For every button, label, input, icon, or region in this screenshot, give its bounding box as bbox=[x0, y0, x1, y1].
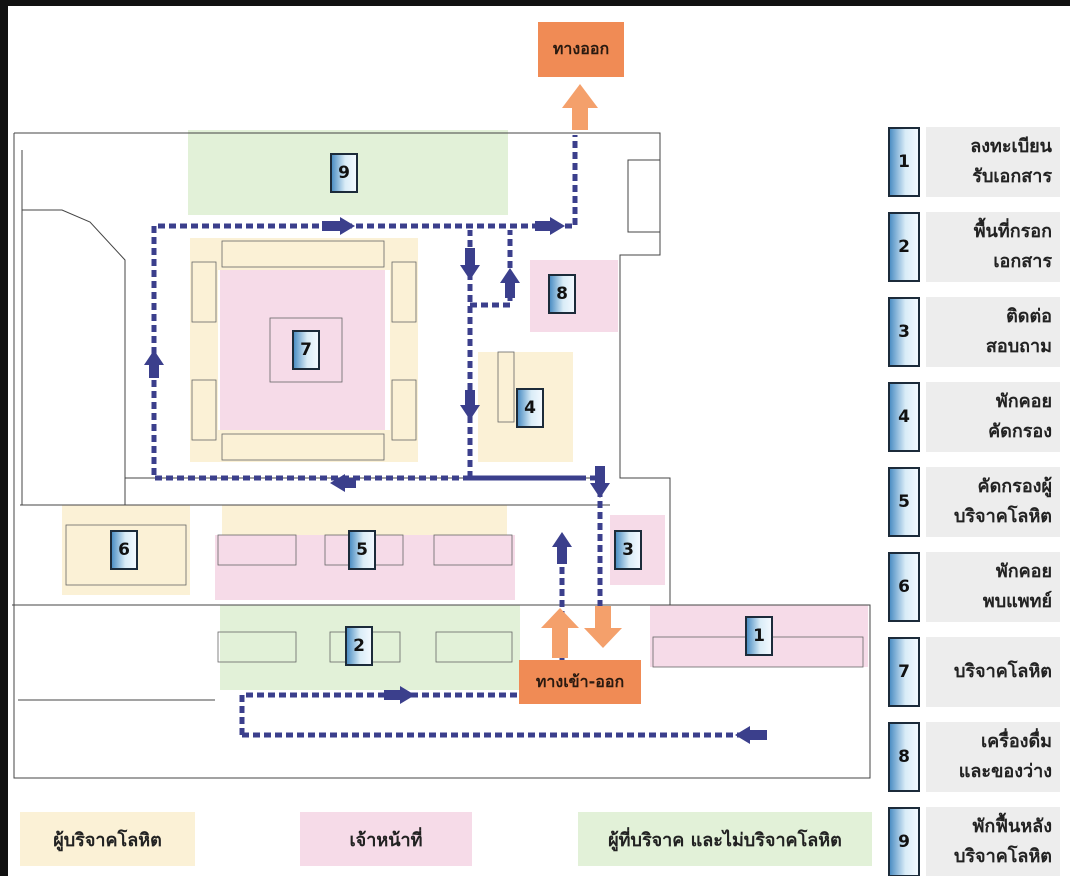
legend-label: ติดต่อสอบถาม bbox=[926, 297, 1060, 367]
key-donor: ผู้บริจาคโลหิต bbox=[20, 812, 195, 866]
zone-7-marker: 7 bbox=[292, 330, 320, 370]
arrow-left-bottom bbox=[735, 726, 767, 744]
key-donor-label: ผู้บริจาคโลหิต bbox=[53, 829, 162, 851]
zone-7-seating-left bbox=[190, 238, 218, 462]
legend-label-line2: สอบถาม bbox=[985, 336, 1052, 357]
arrow-right-top2 bbox=[535, 217, 565, 235]
legend-label: พักฟื้นหลังบริจาคโลหิต bbox=[926, 807, 1060, 876]
legend-label-line1: บริจาคโลหิต bbox=[953, 661, 1052, 682]
floor-plan bbox=[12, 84, 871, 779]
zone-7-seating-bottom bbox=[190, 430, 418, 462]
legend-label-line1: พื้นที่กรอก bbox=[973, 221, 1052, 242]
legend-label-line1: พักคอย bbox=[995, 391, 1052, 412]
arrow-up-snack bbox=[500, 268, 520, 298]
legend-label-line1: ติดต่อ bbox=[1006, 306, 1052, 327]
walls bbox=[12, 132, 871, 779]
arrow-down-top bbox=[460, 248, 480, 280]
zone-1-marker: 1 bbox=[745, 616, 773, 656]
legend-label: พื้นที่กรอกเอกสาร bbox=[926, 212, 1060, 282]
entrance-up-arrow bbox=[541, 608, 579, 658]
arrow-up-left bbox=[144, 350, 164, 378]
entrance-down-arrow bbox=[584, 606, 622, 648]
key-staff: เจ้าหน้าที่ bbox=[300, 812, 472, 866]
legend-label-line1: พักคอย bbox=[995, 561, 1052, 582]
legend-number: 7 bbox=[888, 637, 920, 707]
legend-number: 8 bbox=[888, 722, 920, 792]
key-staff-label: เจ้าหน้าที่ bbox=[349, 829, 423, 851]
legend-number: 4 bbox=[888, 382, 920, 452]
legend-label: พักคอยคัดกรอง bbox=[926, 382, 1060, 452]
legend-label-line2: คัดกรอง bbox=[988, 421, 1052, 442]
legend-number: 9 bbox=[888, 807, 920, 876]
legend-label: ลงทะเบียนรับเอกสาร bbox=[926, 127, 1060, 197]
zone-8-marker: 8 bbox=[548, 274, 576, 314]
legend-label-line1: ลงทะเบียน bbox=[970, 136, 1052, 157]
legend-label-line2: เอกสาร bbox=[993, 251, 1052, 272]
legend-number: 6 bbox=[888, 552, 920, 622]
legend-label-line2: รับเอกสาร bbox=[972, 166, 1052, 187]
legend-label: พักคอยพบแพทย์ bbox=[926, 552, 1060, 622]
arrow-down-right bbox=[590, 466, 610, 498]
exit-tag: ทางออก bbox=[538, 22, 624, 77]
arrow-up-entrance bbox=[552, 532, 572, 564]
exit-arrow bbox=[562, 84, 598, 130]
legend-item-7: 7 บริจาคโลหิต bbox=[888, 633, 1064, 711]
zone-9-marker: 9 bbox=[330, 153, 358, 193]
zone-5-marker: 5 bbox=[348, 530, 376, 570]
zone-4-marker: 4 bbox=[516, 388, 544, 428]
legend-label: บริจาคโลหิต bbox=[926, 637, 1060, 707]
zone-3-marker: 3 bbox=[614, 530, 642, 570]
arrow-right-lower bbox=[384, 686, 415, 704]
legend-label: เครื่องดื่มและของว่าง bbox=[926, 722, 1060, 792]
zone-2-marker: 2 bbox=[345, 626, 373, 666]
top-border bbox=[0, 0, 1070, 6]
legend-number: 5 bbox=[888, 467, 920, 537]
entrance-tag: ทางเข้า-ออก bbox=[519, 660, 641, 704]
legend-number: 1 bbox=[888, 127, 920, 197]
legend-number: 2 bbox=[888, 212, 920, 282]
key-visitor-label: ผู้ที่บริจาค และไม่บริจาคโลหิต bbox=[608, 829, 842, 851]
legend-label-line2: บริจาคโลหิต bbox=[953, 506, 1052, 527]
furniture bbox=[65, 240, 864, 668]
flow-path bbox=[151, 135, 745, 738]
zone-6-marker: 6 bbox=[110, 530, 138, 570]
key-visitor: ผู้ที่บริจาค และไม่บริจาคโลหิต bbox=[578, 812, 872, 866]
legend-number: 3 bbox=[888, 297, 920, 367]
zone-7-seating-right bbox=[390, 238, 418, 462]
legend-label-line2: พบแพทย์ bbox=[982, 591, 1052, 612]
orange-arrows bbox=[541, 84, 622, 658]
left-border bbox=[0, 0, 8, 876]
legend-label-line1: เครื่องดื่ม bbox=[980, 731, 1052, 752]
legend-label-line1: คัดกรองผู้ bbox=[977, 476, 1052, 497]
legend-label-line2: และของว่าง bbox=[958, 761, 1052, 782]
legend-label-line1: พักฟื้นหลัง bbox=[972, 816, 1053, 837]
legend-label: คัดกรองผู้บริจาคโลหิต bbox=[926, 467, 1060, 537]
arrow-down-mid bbox=[460, 390, 480, 420]
arrow-left-mid bbox=[330, 474, 356, 492]
flow-arrows bbox=[144, 217, 767, 744]
zone-7-seating-top bbox=[190, 238, 418, 270]
arrow-right-top bbox=[322, 217, 355, 235]
legend-label-line2: บริจาคโลหิต bbox=[953, 846, 1052, 867]
